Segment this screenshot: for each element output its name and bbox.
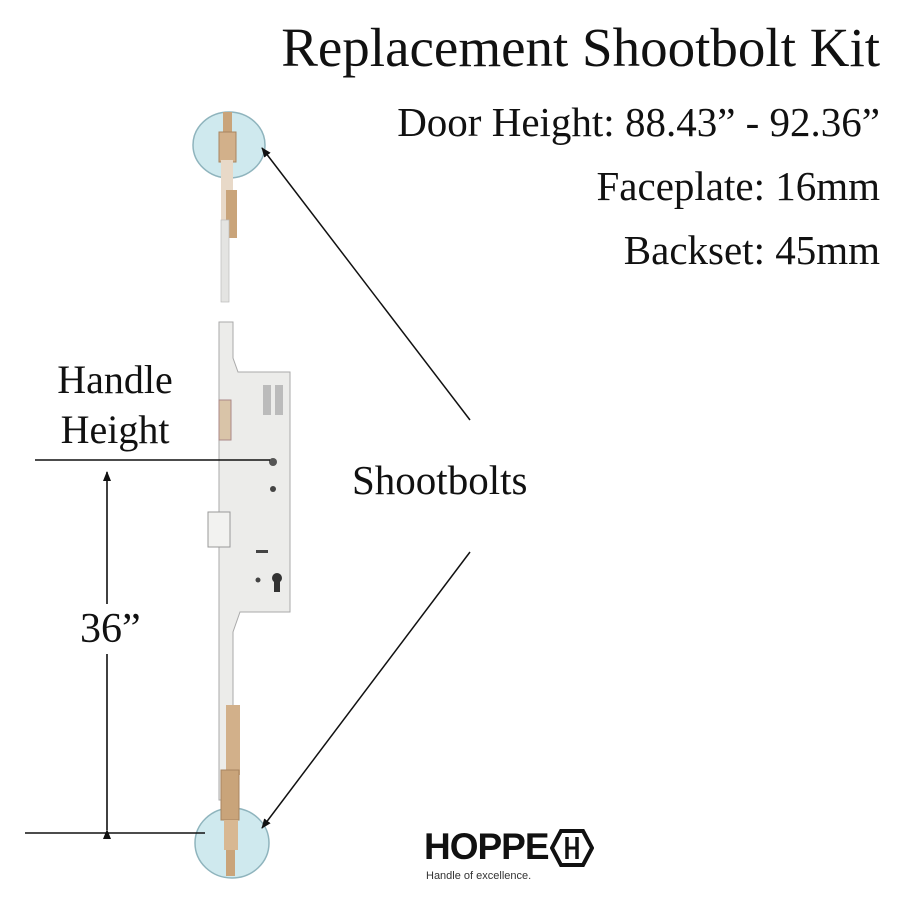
backset-spec: Backset: 45mm [623, 227, 880, 273]
logo-brand: HOPPE [424, 826, 550, 867]
hexagon-logo-icon [550, 829, 594, 867]
door-height-spec: Door Height: 88.43” - 92.36” [397, 99, 880, 145]
faceplate-spec: Faceplate: 16mm [596, 163, 881, 209]
hoppe-logo: HOPPE Handle of excellence. [424, 826, 594, 882]
top-shootbolt [218, 112, 237, 303]
top-pointer-arrow [261, 147, 471, 421]
bottom-shootbolt [220, 705, 240, 876]
dimension-label: 36” [78, 604, 143, 654]
handle-height-label-line1: Handle [57, 357, 173, 402]
page-title: Replacement Shootbolt Kit [281, 17, 880, 78]
shootbolts-label: Shootbolts [352, 457, 528, 503]
handle-height-label-line2: Height [60, 407, 170, 452]
logo-tagline: Handle of excellence. [426, 870, 532, 882]
lock-body [207, 321, 291, 801]
bottom-pointer-arrow [261, 551, 471, 829]
